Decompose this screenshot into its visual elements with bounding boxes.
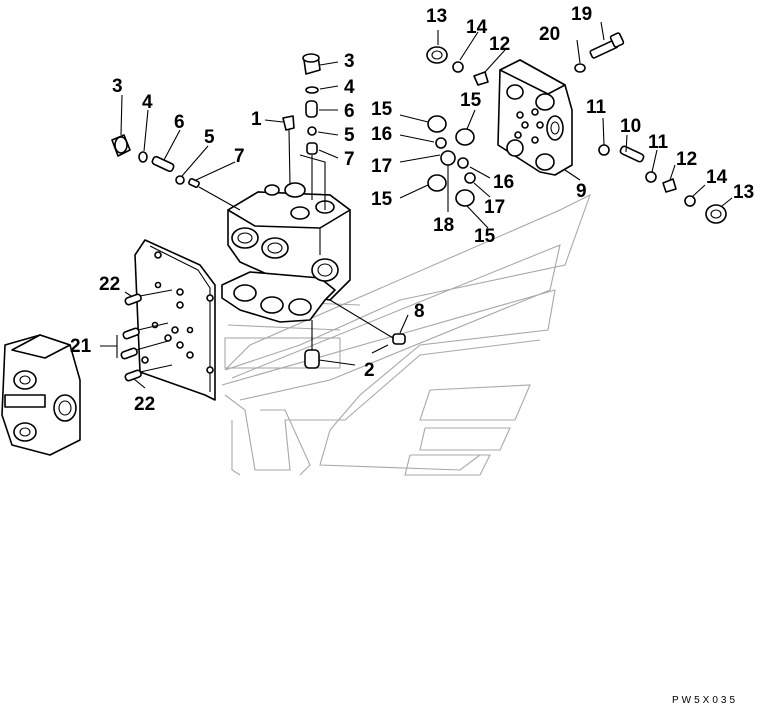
callout-22-b: 22: [134, 394, 155, 415]
callout-labels: 1 2 3 3 4 4 5 5 6 6 7 7 8 9 10 11 11 12 …: [70, 4, 754, 415]
callout-15-a: 15: [371, 99, 393, 120]
callout-11-a: 11: [586, 97, 607, 118]
left-end-cover: [1, 334, 81, 456]
callout-15-c: 15: [371, 189, 393, 210]
callout-12-b: 12: [676, 149, 697, 170]
callout-4-top: 4: [344, 77, 355, 98]
valve-body: [221, 154, 351, 323]
callout-2: 2: [364, 360, 375, 381]
callout-16-b: 16: [493, 172, 514, 193]
callout-15-b: 15: [460, 90, 482, 111]
leader-lines: [120, 21, 733, 389]
callout-5-left: 5: [204, 127, 215, 148]
callout-16-a: 16: [371, 124, 392, 145]
callout-3-top: 3: [344, 51, 355, 72]
callout-22-a: 22: [99, 274, 120, 295]
callout-1: 1: [251, 109, 262, 130]
callout-8: 8: [414, 301, 425, 322]
callout-4-left: 4: [142, 92, 153, 113]
screw-8: [329, 299, 406, 354]
left-relief-parts: [111, 134, 241, 211]
callout-19: 19: [571, 4, 592, 25]
callout-7-left: 7: [234, 146, 245, 167]
callout-9: 9: [576, 181, 587, 202]
callout-12-a: 12: [489, 34, 510, 55]
callout-6-left: 6: [174, 112, 185, 133]
callout-14-a: 14: [466, 17, 488, 38]
callout-10: 10: [620, 116, 641, 137]
upper-relief-parts: [282, 53, 321, 200]
callout-5-top: 5: [344, 125, 355, 146]
right-end-block: [497, 59, 573, 176]
callout-21: 21: [70, 336, 92, 357]
bottom-plug: [304, 320, 320, 369]
callout-15-d: 15: [474, 226, 496, 247]
bolt-19: [574, 32, 625, 73]
callout-6-top: 6: [344, 101, 355, 122]
callout-14-b: 14: [706, 167, 728, 188]
gasket-plate: [134, 239, 216, 401]
background-ghost-outline: [221, 193, 591, 476]
callout-11-b: 11: [648, 132, 669, 153]
callout-17-a: 17: [371, 156, 392, 177]
right-top-plug: [426, 46, 489, 86]
callout-13-b: 13: [733, 182, 754, 203]
callout-7-top: 7: [344, 149, 355, 170]
callout-18: 18: [433, 215, 454, 236]
callout-13-a: 13: [426, 6, 447, 27]
callout-17-b: 17: [484, 197, 505, 218]
drawing-code: PW5X035: [672, 695, 738, 706]
callout-20: 20: [539, 24, 560, 45]
dowel-pins: [100, 289, 173, 382]
o-rings: [427, 115, 476, 212]
callout-3-left: 3: [112, 76, 123, 97]
